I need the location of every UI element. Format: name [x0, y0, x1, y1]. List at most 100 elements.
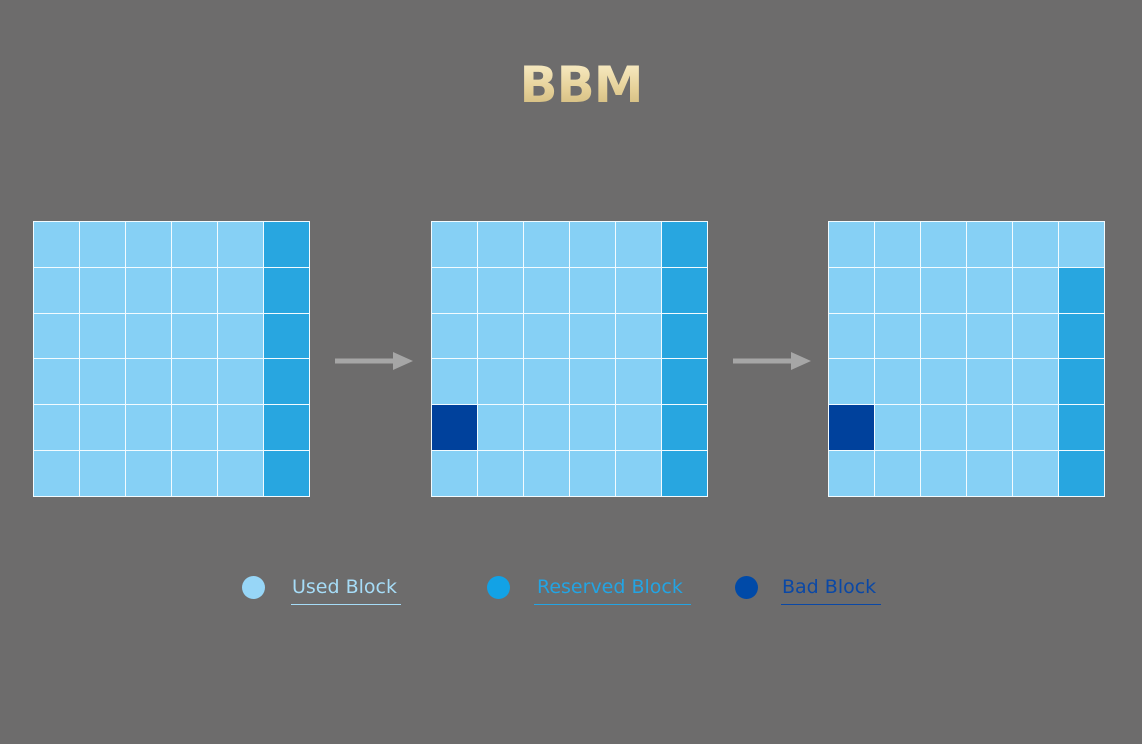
reserved-block-cell [1059, 313, 1104, 359]
used-block-cell [218, 313, 263, 359]
used-block-cell [1013, 405, 1058, 451]
used-block-cell [172, 451, 217, 496]
reserved-block-cell [662, 359, 707, 405]
used-block-cell [1013, 267, 1058, 313]
used-block-cell [967, 359, 1012, 405]
used-block-cell [570, 267, 615, 313]
diagram-title: BBM [0, 52, 1142, 118]
used-block-cell [478, 222, 523, 267]
used-block-cell [218, 222, 263, 267]
used-block-cell [570, 359, 615, 405]
reserved-block-cell [1059, 405, 1104, 451]
used-block-cell [432, 267, 477, 313]
used-block-cell [921, 313, 966, 359]
used-block-cell [218, 405, 263, 451]
used-block-cell [524, 222, 569, 267]
used-block-cell [875, 267, 920, 313]
used-block-cell [921, 451, 966, 496]
block-grid-bad-detected [431, 221, 708, 497]
used-block-cell [875, 222, 920, 267]
reserved-block-cell [1059, 359, 1104, 405]
used-block-cell [126, 222, 171, 267]
reserved-block-cell [264, 405, 309, 451]
block-grid-initial [33, 221, 310, 497]
legend-underline [781, 604, 881, 605]
used-block-cell [524, 405, 569, 451]
used-block-cell [570, 451, 615, 496]
used-block-cell [478, 405, 523, 451]
used-block-cell [478, 451, 523, 496]
reserved-block-cell [662, 451, 707, 496]
used-block-cell [1013, 359, 1058, 405]
used-block-cell [524, 267, 569, 313]
legend-underline [291, 604, 401, 605]
reserved-block-cell [1059, 451, 1104, 496]
block-grid-remapped [828, 221, 1105, 497]
arrow-icon [335, 352, 413, 370]
used-block-cell [829, 267, 874, 313]
used-block-cell [829, 222, 874, 267]
used-block-cell [172, 405, 217, 451]
used-block-cell [1059, 222, 1104, 267]
arrow-icon [733, 352, 811, 370]
used-block-cell [616, 359, 661, 405]
used-block-cell [172, 359, 217, 405]
used-block-cell [921, 359, 966, 405]
used-block-cell [1013, 313, 1058, 359]
used-block-cell [478, 267, 523, 313]
used-block-cell [921, 405, 966, 451]
used-block-cell [218, 267, 263, 313]
used-block-cell [967, 405, 1012, 451]
reserved-block-cell [662, 405, 707, 451]
reserved-block-cell [264, 451, 309, 496]
used-block-cell [126, 405, 171, 451]
used-block-cell [218, 451, 263, 496]
legend-label-used: Used Block [292, 576, 397, 598]
used-block-cell [80, 222, 125, 267]
used-block-cell [34, 451, 79, 496]
bad-block-cell [829, 405, 874, 451]
legend-label-reserved: Reserved Block [537, 576, 683, 598]
bad-block-cell [432, 405, 477, 451]
used-block-cell [432, 359, 477, 405]
used-block-cell [34, 359, 79, 405]
used-block-cell [616, 451, 661, 496]
used-block-cell [478, 313, 523, 359]
reserved-block-cell [662, 222, 707, 267]
reserved-block-cell [1059, 267, 1104, 313]
used-block-cell [172, 267, 217, 313]
legend-label-bad: Bad Block [782, 576, 877, 598]
used-block-cell [80, 313, 125, 359]
used-block-cell [524, 359, 569, 405]
used-block-cell [967, 267, 1012, 313]
used-block-cell [80, 451, 125, 496]
used-block-cell [218, 359, 263, 405]
used-block-cell [126, 313, 171, 359]
used-block-cell [432, 313, 477, 359]
used-block-cell [967, 313, 1012, 359]
used-block-cell [921, 222, 966, 267]
used-block-cell [172, 222, 217, 267]
used-block-cell [80, 267, 125, 313]
used-block-cell [616, 267, 661, 313]
used-block-cell [126, 451, 171, 496]
reserved-block-cell [264, 359, 309, 405]
used-block-cell [478, 359, 523, 405]
used-block-cell [126, 267, 171, 313]
used-block-cell [80, 359, 125, 405]
used-block-cell [524, 313, 569, 359]
reserved-block-dot-icon [487, 576, 510, 599]
used-block-cell [126, 359, 171, 405]
used-block-cell [875, 359, 920, 405]
used-block-cell [172, 313, 217, 359]
used-block-cell [34, 405, 79, 451]
used-block-cell [524, 451, 569, 496]
used-block-cell [875, 451, 920, 496]
used-block-cell [432, 222, 477, 267]
used-block-cell [829, 451, 874, 496]
reserved-block-cell [662, 313, 707, 359]
used-block-cell [616, 405, 661, 451]
used-block-cell [829, 313, 874, 359]
used-block-cell [1013, 451, 1058, 496]
used-block-cell [921, 267, 966, 313]
